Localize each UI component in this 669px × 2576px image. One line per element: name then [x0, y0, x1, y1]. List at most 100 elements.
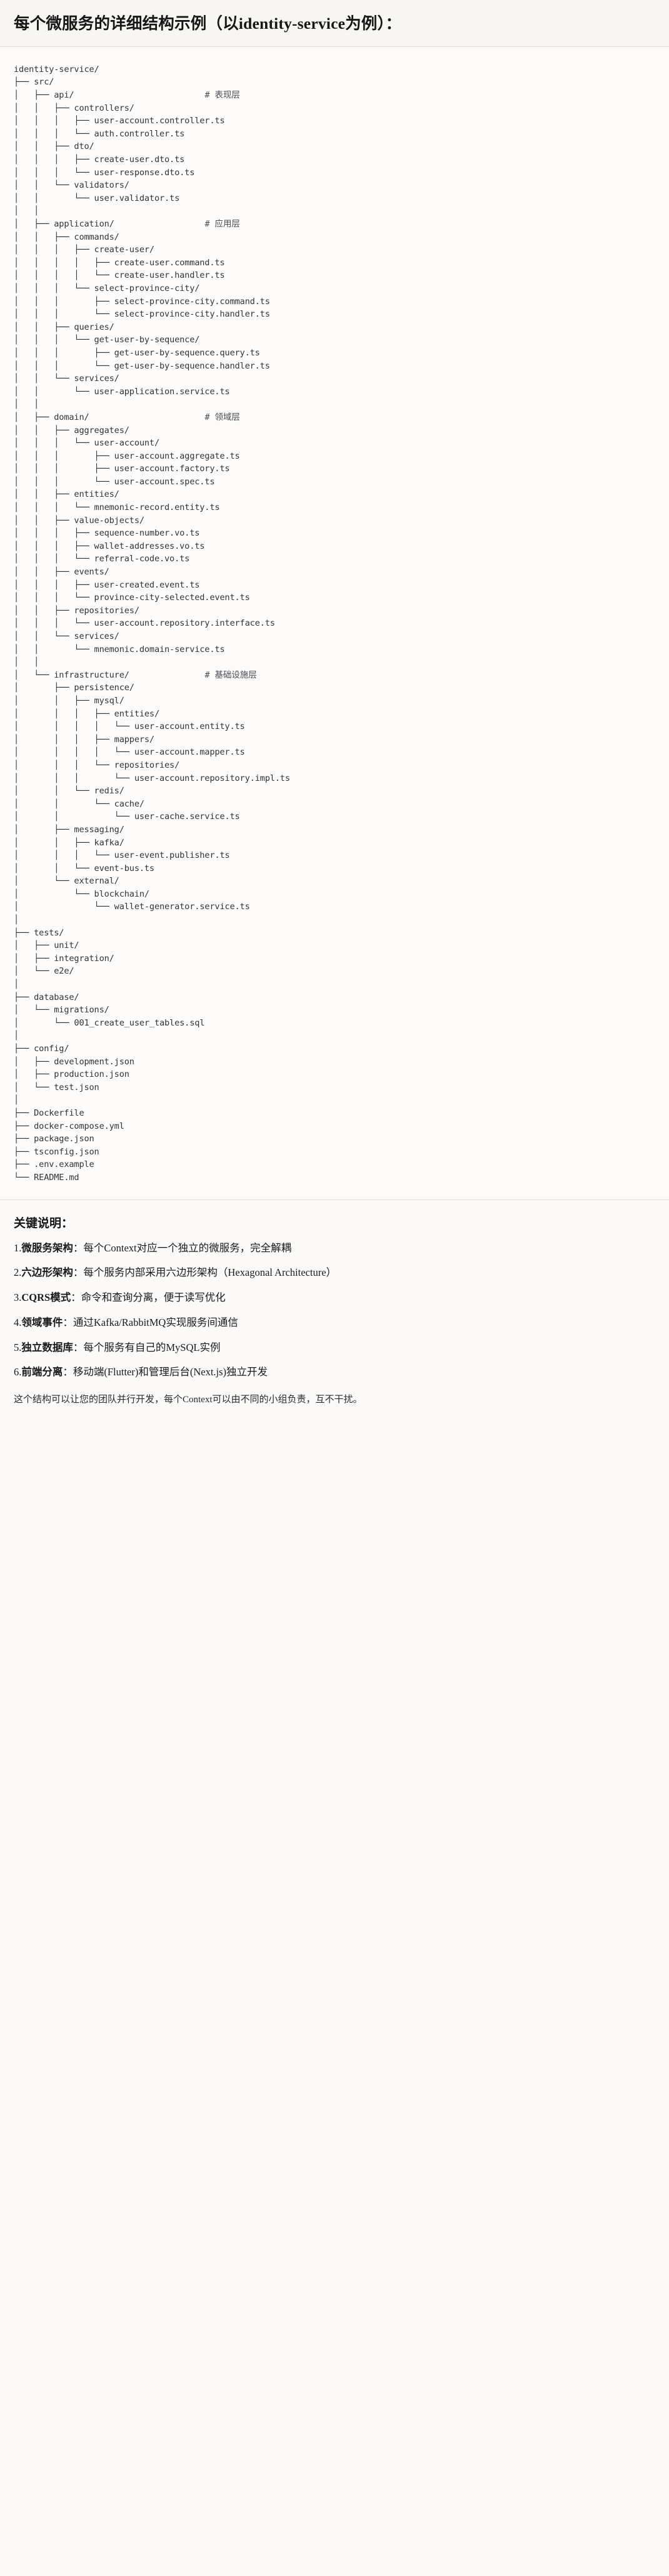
tree-line: │ ├── api/ # 表现层	[14, 90, 240, 101]
tree-line: │ │ │ ├── sequence-number.vo.ts	[14, 528, 200, 539]
tree-line: │ │ └── cache/	[14, 798, 144, 809]
key-note-number: 4.	[14, 1316, 22, 1328]
tree-line: │ │ │ └── user-response.dto.ts	[14, 167, 195, 178]
key-note-text: ：移动端(Flutter)和管理后台(Next.js)独立开发	[63, 1366, 268, 1378]
tree-line: │ │ ├── value-objects/	[14, 515, 144, 526]
tree-line: │ │ ├── controllers/	[14, 103, 134, 113]
tree-line: ├── package.json	[14, 1134, 94, 1144]
key-note-item: 5.独立数据库：每个服务有自己的MySQL实例	[14, 1340, 655, 1356]
tree-line: ├── database/	[14, 992, 79, 1002]
key-note-number: 2.	[14, 1266, 22, 1279]
tree-line: identity-service/	[14, 64, 99, 74]
tree-line: ├── .env.example	[14, 1159, 94, 1170]
tree-line: │	[14, 1095, 19, 1106]
key-notes-title: 关键说明：	[14, 1216, 74, 1230]
tree-line: │ │ │ └── auth.controller.ts	[14, 128, 185, 139]
tree-line: │	[14, 1031, 19, 1041]
tree-line: │ │ │ ├── wallet-addresses.vo.ts	[14, 541, 205, 551]
tree-line: │ │ ├── commands/	[14, 232, 119, 242]
key-note-label: 六边形架构	[21, 1266, 73, 1279]
tree-line: │ │ │ └── user-account.repository.impl.t…	[14, 773, 290, 783]
tree-line: │ │ │ └── user-account.spec.ts	[14, 476, 215, 487]
tree-layer-comment: # 基础设施层	[204, 669, 257, 680]
tree-line: │ │ │ │ └── create-user.handler.ts	[14, 270, 225, 281]
tree-line: │ ├── production.json	[14, 1069, 129, 1080]
key-note-text: ：命令和查询分离，便于读写优化	[71, 1291, 226, 1304]
tree-line: │ │ │ └── get-user-by-sequence.handler.t…	[14, 360, 270, 371]
tree-line: │ │ └── services/	[14, 374, 119, 384]
tree-line: │ │ ├── mysql/	[14, 695, 124, 706]
tree-line: │ │ │ └── repositories/	[14, 760, 180, 770]
tree-line: │ │ │ ├── create-user.dto.ts	[14, 155, 185, 165]
key-note-text: ：每个Context对应一个独立的微服务，完全解耦	[73, 1241, 292, 1254]
tree-line: │ │	[14, 206, 39, 216]
tree-line: │ │ │ └── get-user-by-sequence/	[14, 335, 200, 345]
key-note-item: 3.CQRS模式：命令和查询分离，便于读写优化	[14, 1290, 655, 1306]
tree-line: │ │ │ ├── user-account.controller.ts	[14, 116, 225, 126]
key-note-number: 5.	[14, 1341, 22, 1353]
tree-line: ├── src/	[14, 77, 54, 88]
page-root: 每个微服务的详细结构示例（以identity-service为例）： ident…	[0, 0, 669, 1405]
tree-line: │ ├── unit/	[14, 940, 79, 951]
directory-tree: identity-service/ ├── src/ │ ├── api/ # 表现…	[0, 63, 669, 1184]
tree-line: │ │ ├── events/	[14, 567, 109, 578]
tree-line: │ │ │ └── user-account.repository.interf…	[14, 618, 275, 629]
tree-line: │	[14, 915, 19, 925]
key-note-label: 微服务架构	[21, 1241, 73, 1254]
tree-line: │ │ │ └── select-province-city.handler.t…	[14, 309, 270, 320]
key-note-label: 独立数据库	[21, 1341, 73, 1353]
tree-line: │ └── wallet-generator.service.ts	[14, 902, 250, 912]
tree-line: │ └── migrations/	[14, 1005, 109, 1016]
tree-line: └── README.md	[14, 1172, 79, 1183]
tree-line: │ ├── persistence/	[14, 683, 134, 693]
tree-line: │ │ ├── aggregates/	[14, 425, 129, 435]
key-note-number: 3.	[14, 1291, 22, 1304]
tree-line: │ │	[14, 399, 39, 410]
tree-line: │ │ ├── dto/	[14, 141, 94, 152]
tree-line: │ └── e2e/	[14, 966, 74, 977]
key-note-item: 1.微服务架构：每个Context对应一个独立的微服务，完全解耦	[14, 1241, 655, 1256]
tree-layer-comment: # 表现层	[204, 90, 240, 101]
tree-line: │	[14, 979, 19, 990]
key-note-item: 4.领域事件：通过Kafka/RabbitMQ实现服务间通信	[14, 1315, 655, 1331]
tree-line: ├── Dockerfile	[14, 1107, 84, 1118]
tree-line: │ │ │ ├── user-account.factory.ts	[14, 464, 230, 474]
page-title: 每个微服务的详细结构示例（以identity-service为例）：	[14, 14, 402, 33]
key-note-text: ：每个服务有自己的MySQL实例	[73, 1341, 221, 1353]
tree-line: │ └── infrastructure/ # 基础设施层	[14, 669, 257, 680]
tree-line: │ ├── integration/	[14, 953, 114, 964]
tree-line: │ │ └── mnemonic.domain-service.ts	[14, 644, 225, 654]
tree-line: │ │ ├── repositories/	[14, 605, 139, 616]
tree-line: │ │ │ ├── entities/	[14, 708, 159, 719]
tree-line: │ │ │ │ └── user-account.entity.ts	[14, 721, 245, 732]
tree-line: │ │ │ └── user-account/	[14, 438, 159, 449]
tree-line: │ │ │ └── user-event.publisher.ts	[14, 850, 230, 861]
tree-line: │ │ ├── entities/	[14, 489, 119, 500]
tree-line: ├── config/	[14, 1044, 69, 1054]
closing-paragraph: 这个结构可以让您的团队并行开发，每个Context可以由不同的小组负责，互不干扰…	[14, 1395, 363, 1405]
directory-tree-section: identity-service/ ├── src/ │ ├── api/ # 表现…	[0, 46, 669, 1200]
tree-line: │ │ └── services/	[14, 631, 119, 641]
tree-line: │ └── test.json	[14, 1082, 99, 1092]
tree-line: │ ├── messaging/	[14, 824, 124, 835]
tree-line: │ └── external/	[14, 876, 119, 887]
key-note-number: 1.	[14, 1241, 22, 1254]
tree-line: │ │ │ │ └── user-account.mapper.ts	[14, 747, 245, 758]
tree-line: │ │ │ ├── user-account.aggregate.ts	[14, 451, 240, 461]
tree-line: │ ├── domain/ # 领域层	[14, 412, 240, 422]
tree-line: │ │ │ └── select-province-city/	[14, 283, 200, 293]
key-note-text: ：通过Kafka/RabbitMQ实现服务间通信	[63, 1316, 238, 1328]
tree-line: │ │ └── user.validator.ts	[14, 193, 180, 203]
tree-line: │ │ │ ├── user-created.event.ts	[14, 579, 200, 590]
tree-line: │ │ │ ├── get-user-by-sequence.query.ts	[14, 347, 260, 358]
tree-line: │ │ │ │ ├── create-user.command.ts	[14, 257, 225, 268]
tree-line: │ │ │ ├── mappers/	[14, 734, 154, 745]
heading-section: 每个微服务的详细结构示例（以identity-service为例）：	[0, 0, 669, 47]
tree-line: ├── tsconfig.json	[14, 1146, 99, 1157]
tree-layer-comment: # 应用层	[204, 219, 240, 229]
tree-line: │ │	[14, 657, 39, 668]
key-note-text: ：每个服务内部采用六边形架构（Hexagonal Architecture）	[73, 1266, 337, 1279]
tree-line: │ │ │ ├── create-user/	[14, 245, 154, 255]
tree-line: │ │ └── user-cache.service.ts	[14, 812, 240, 822]
